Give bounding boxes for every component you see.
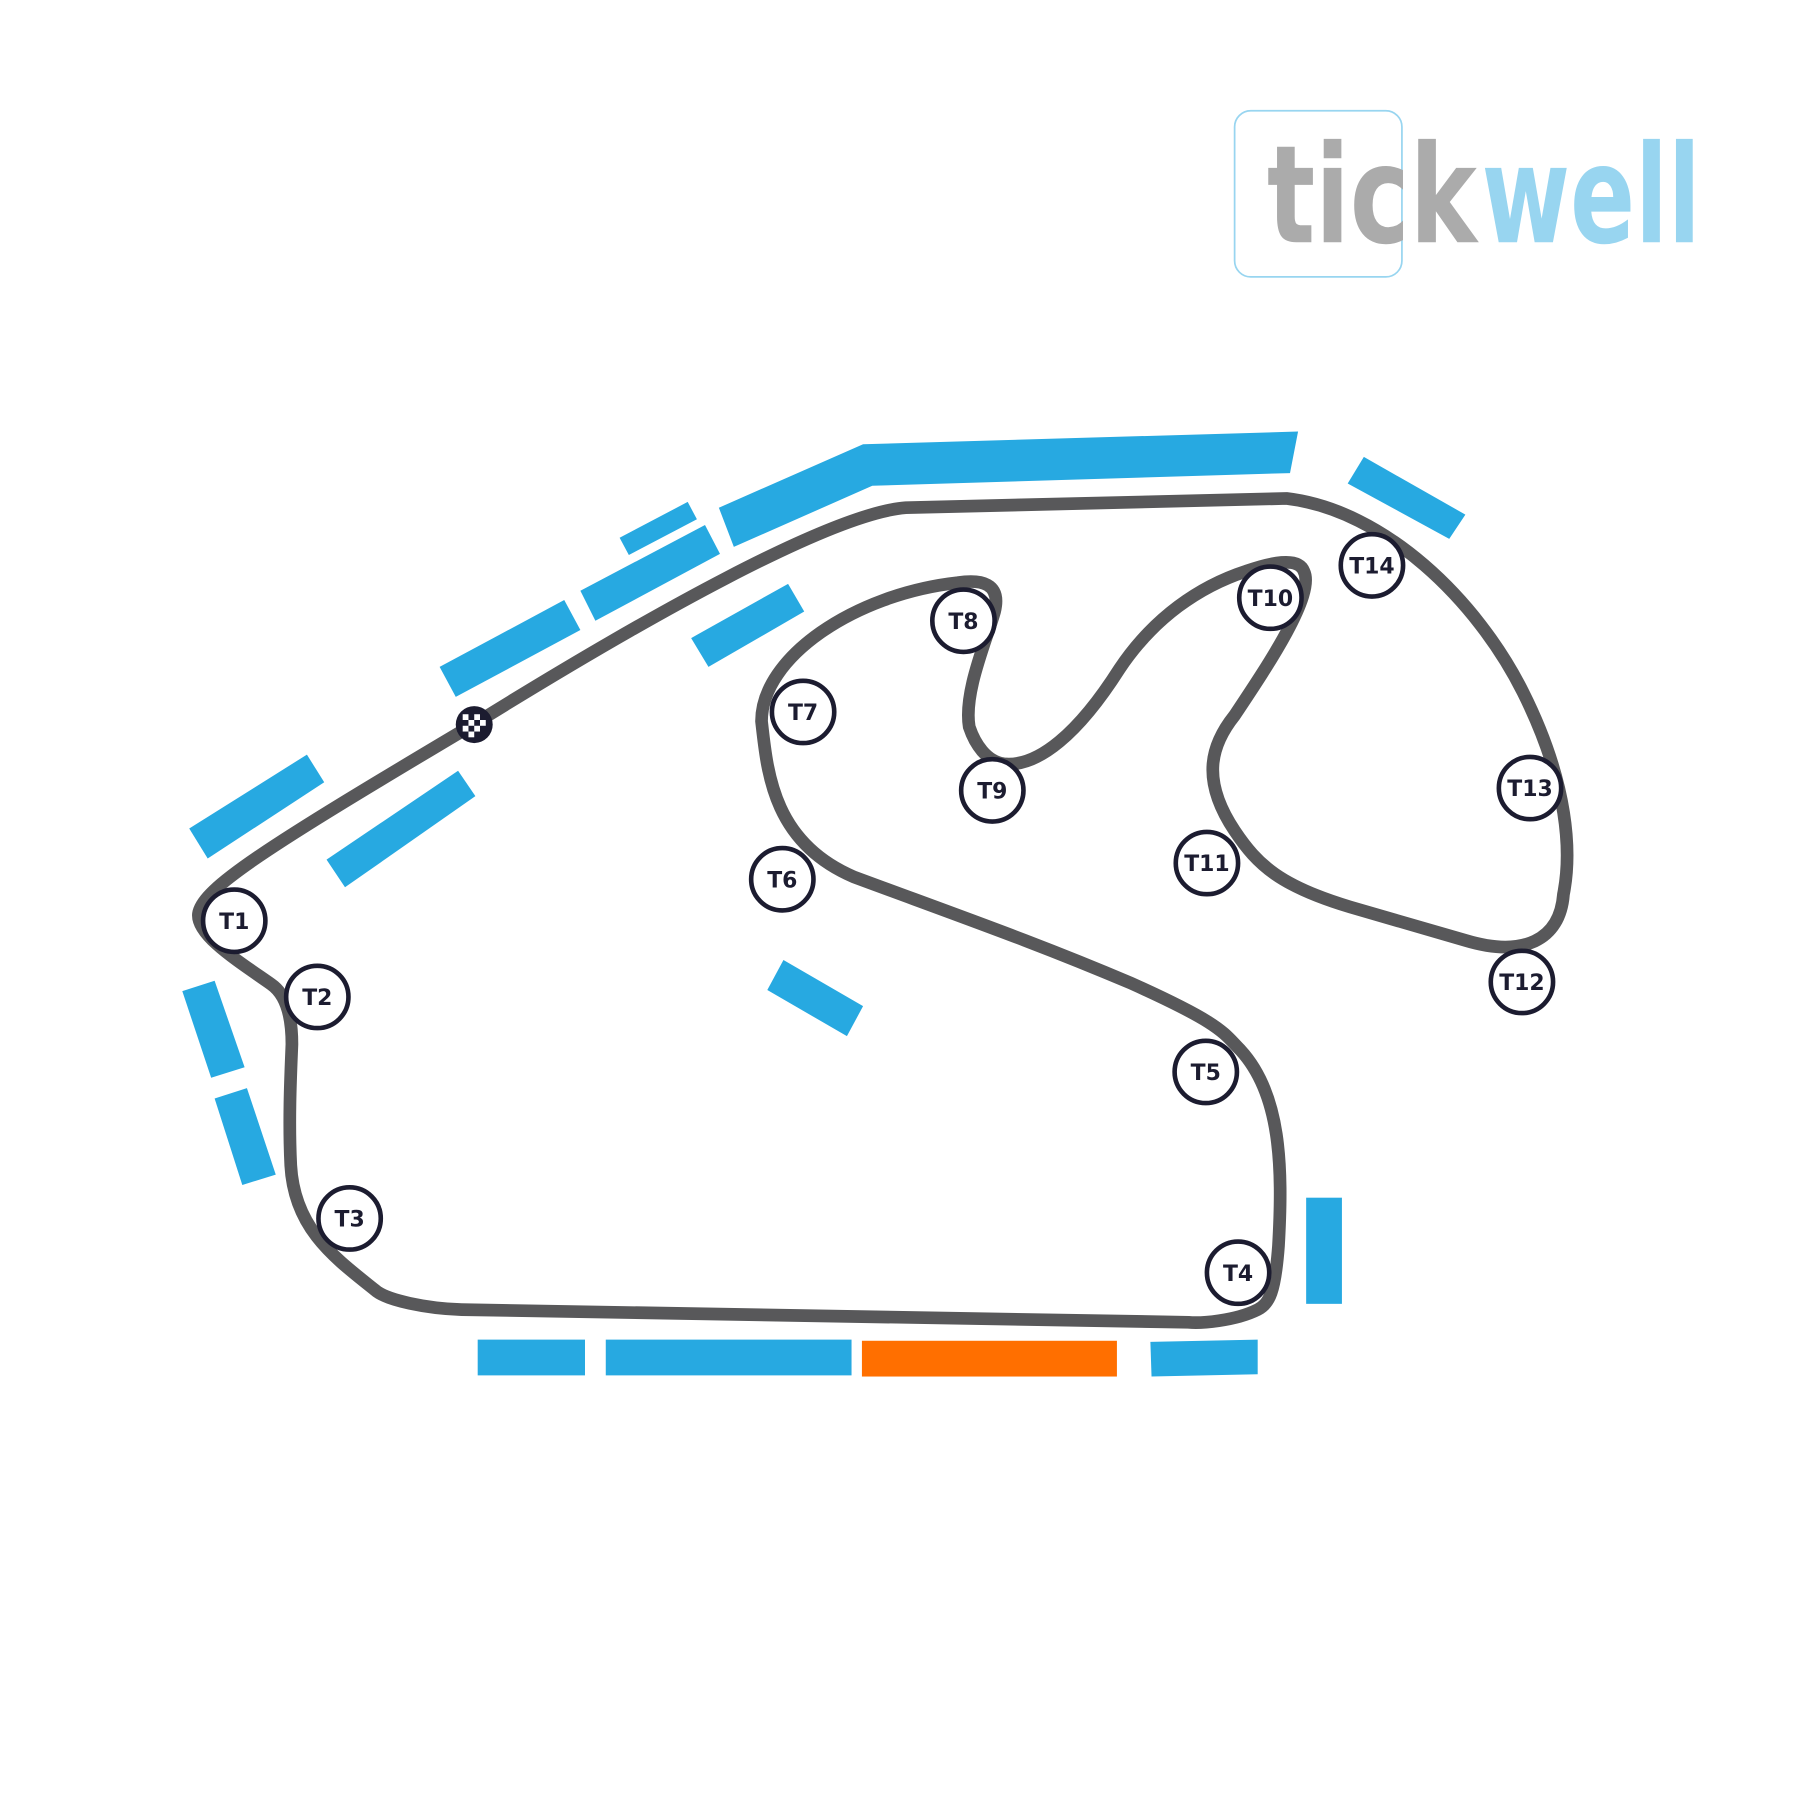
turn-label: T6 — [767, 868, 797, 893]
barrier — [619, 501, 697, 555]
barrier — [767, 960, 864, 1037]
barrier — [214, 1088, 276, 1185]
barrier — [691, 583, 805, 667]
barrier — [189, 754, 325, 859]
turn-marker-t3: T3 — [316, 1184, 384, 1252]
turn-marker-t4: T4 — [1204, 1239, 1272, 1307]
turn-label: T2 — [302, 986, 332, 1011]
turn-label: T12 — [1499, 971, 1544, 996]
turn-label: T7 — [788, 701, 818, 726]
turn-marker-t8: T8 — [929, 587, 997, 655]
turn-marker-t6: T6 — [748, 845, 816, 913]
checkered-flag-icon — [462, 714, 486, 738]
start-finish-marker — [455, 706, 493, 744]
turn-marker-t2: T2 — [283, 963, 351, 1031]
turn-label: T3 — [335, 1208, 365, 1233]
barrier — [182, 980, 245, 1078]
turn-label: T14 — [1349, 554, 1394, 579]
barrier — [580, 525, 720, 621]
barrier-highlight — [861, 1340, 1117, 1377]
turn-label: T5 — [1191, 1061, 1221, 1086]
turn-marker-t10: T10 — [1236, 564, 1304, 632]
turn-marker-t14: T14 — [1338, 531, 1406, 599]
barrier — [718, 431, 1299, 547]
turn-label: T11 — [1184, 852, 1229, 877]
turn-marker-t13: T13 — [1496, 754, 1564, 822]
turn-label: T4 — [1223, 1262, 1253, 1287]
barrier — [477, 1339, 585, 1376]
turn-label: T10 — [1248, 587, 1293, 612]
turn-label: T1 — [219, 910, 249, 935]
track — [192, 492, 1574, 1329]
logo-tick: tick — [1267, 117, 1480, 275]
turn-marker-t12: T12 — [1488, 948, 1556, 1016]
turn-label: T9 — [977, 779, 1007, 804]
turn-marker-t5: T5 — [1172, 1038, 1240, 1106]
turn-marker-t1: T1 — [200, 887, 268, 955]
barrier — [439, 600, 581, 697]
barrier — [1306, 1197, 1342, 1304]
barrier — [1347, 456, 1466, 539]
turn-label: T8 — [948, 610, 978, 635]
barrier — [1150, 1339, 1258, 1377]
turn-marker-t11: T11 — [1173, 829, 1241, 897]
barriers — [182, 431, 1466, 1377]
turn-marker-t9: T9 — [958, 756, 1026, 824]
turn-label: T13 — [1507, 777, 1552, 802]
logo-well: well — [1482, 117, 1701, 275]
barrier — [605, 1339, 852, 1376]
logo: tick well — [1233, 109, 1701, 278]
barrier — [326, 770, 476, 888]
turn-marker-t7: T7 — [769, 678, 837, 746]
